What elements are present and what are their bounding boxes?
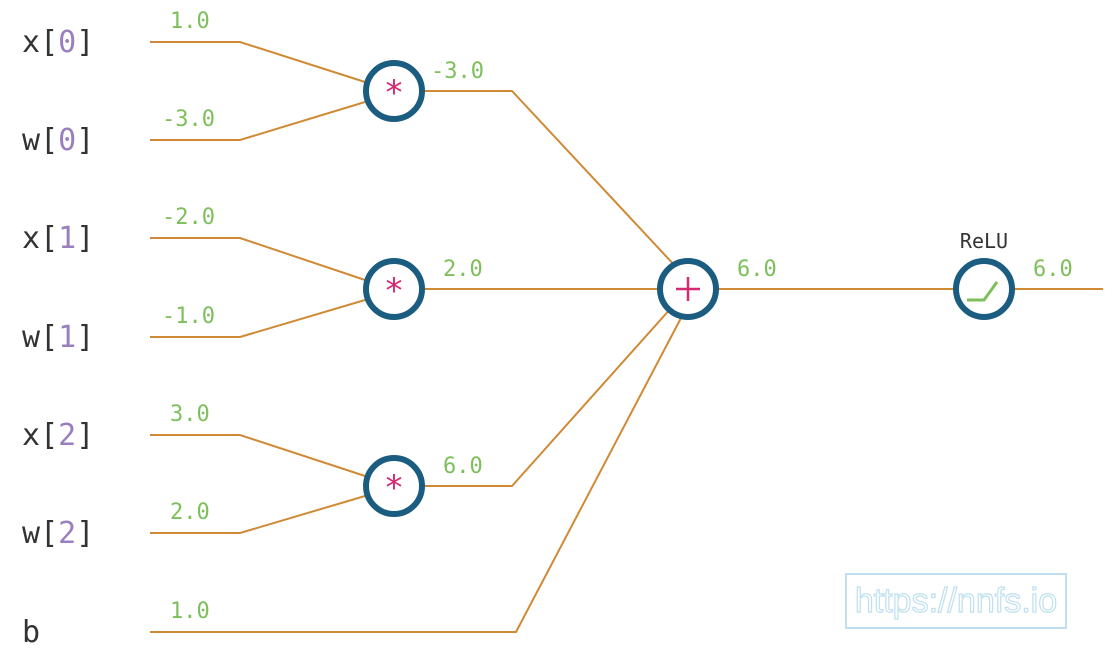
multiply-icon: * [384,271,404,311]
mul0-output-value: -3.0 [431,59,484,84]
wires [150,41,1103,633]
value-x2: 3.0 [170,402,210,427]
multiply-icon: * [384,73,404,113]
value-bias: 1.0 [170,599,210,624]
wire-w2 [150,495,366,534]
input-label-x2: x[2] [22,418,94,453]
wire-x2 [150,434,366,477]
input-label-x1: x[1] [22,221,94,256]
mul1-output-value: 2.0 [443,257,483,282]
relu-node [953,258,1015,320]
plus-icon [676,277,700,301]
wire-bias [150,317,682,633]
wire-w1 [150,299,366,338]
wire-mul0-out [425,90,678,269]
value-w1: -1.0 [162,304,215,329]
watermark: https://nnfs.io [845,573,1067,629]
input-label-x0: x[0] [22,25,94,60]
value-x1: -2.0 [162,205,215,230]
wire-x0 [150,41,366,83]
sum-node: + [657,258,719,320]
sum-output-value: 6.0 [737,257,777,282]
multiply-node-0: * [363,60,425,122]
wire-x1 [150,237,366,281]
value-x0: 1.0 [170,9,210,34]
input-labels: x[0] w[0] x[1] w[1] x[2] w[2] b [22,25,94,650]
input-label-w0: w[0] [22,123,94,158]
mul2-output-value: 6.0 [443,454,483,479]
relu-icon [967,281,999,302]
value-w2: 2.0 [170,500,210,525]
multiply-node-1: * [363,258,425,320]
relu-output-value: 6.0 [1033,257,1073,282]
input-label-w2: w[2] [22,516,94,551]
watermark-box [845,573,1067,629]
input-label-w1: w[1] [22,320,94,355]
wire-mul2-out [425,306,673,487]
watermark-text: https://nnfs.io [855,582,1057,620]
activation-label: ReLU [960,229,1008,253]
input-values: 1.0 -3.0 -2.0 -1.0 3.0 2.0 1.0 [162,9,215,624]
multiply-icon: * [384,468,404,508]
wire-w0 [150,101,366,141]
input-label-bias: b [22,615,40,650]
value-w0: -3.0 [162,107,215,132]
multiply-node-2: * [363,455,425,517]
